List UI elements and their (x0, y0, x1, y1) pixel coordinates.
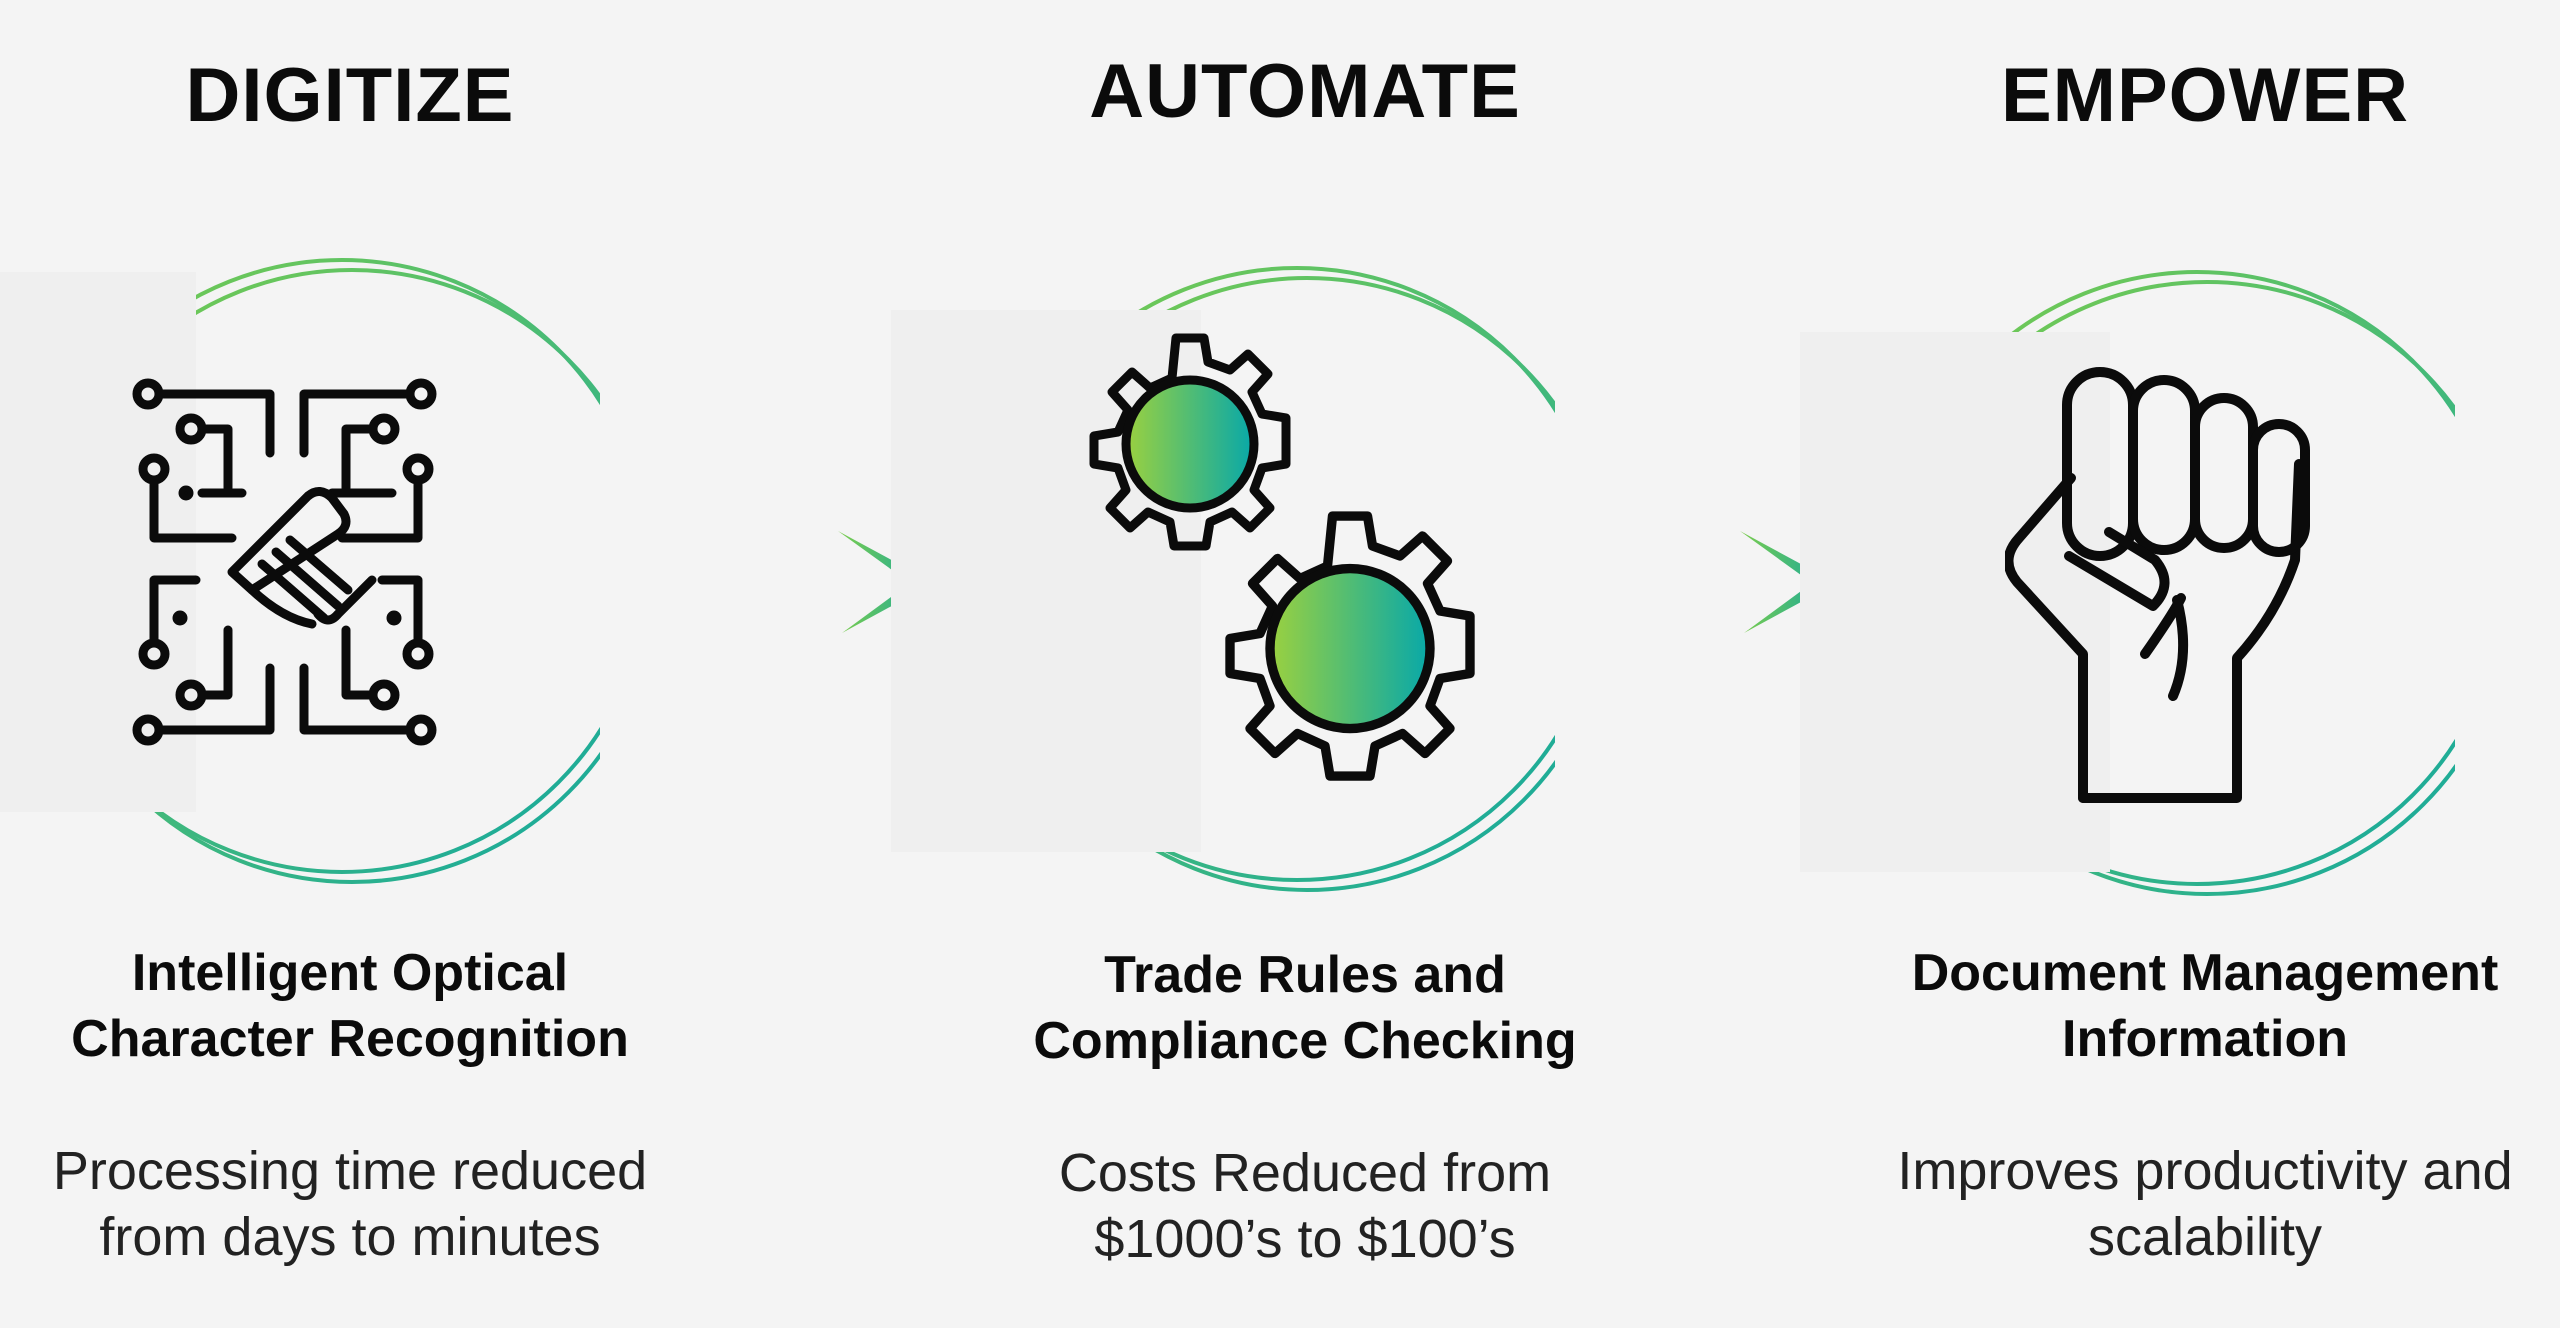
gears-icon (1089, 333, 1475, 781)
step-subtitle: Document Management Information (1775, 940, 2560, 1072)
description-line: Improves productivity and (1897, 1141, 2513, 1201)
subtitle-line: Trade Rules and (1104, 946, 1506, 1004)
step-heading: DIGITIZE (185, 53, 515, 138)
subtitle-line: Character Recognition (71, 1010, 629, 1068)
step-empower: EMPOWER Document Management Information … (1775, 0, 2560, 1328)
step-description: Processing time reduced from days to min… (0, 1138, 780, 1270)
handshake-circuit-icon (132, 378, 437, 746)
subtitle-line: Information (2062, 1010, 2348, 1068)
step-heading: EMPOWER (2000, 53, 2410, 138)
subtitle-line: Document Management (1911, 944, 2499, 1002)
step-subtitle: Trade Rules and Compliance Checking (875, 942, 1735, 1074)
step-automate: AUTOMATE Trade Rules and Compliance Chec… (875, 0, 1735, 1328)
step-subtitle: Intelligent Optical Character Recognitio… (0, 940, 780, 1072)
ring-outline (1035, 266, 1555, 892)
step-description: Improves productivity and scalability (1775, 1138, 2560, 1270)
description-line: from days to minutes (99, 1207, 601, 1267)
subtitle-line: Intelligent Optical (131, 944, 569, 1002)
raised-fist-icon (2005, 367, 2310, 803)
ring-outline (80, 258, 600, 884)
subtitle-line: Compliance Checking (1033, 1012, 1577, 1070)
ring-outline (1935, 270, 2455, 896)
step-description: Costs Reduced from $1000’s to $100’s (875, 1140, 1735, 1272)
step-heading: AUTOMATE (1089, 49, 1521, 134)
description-line: scalability (2087, 1207, 2323, 1267)
description-line: $1000’s to $100’s (1094, 1209, 1516, 1269)
description-line: Costs Reduced from (1058, 1143, 1552, 1203)
step-digitize: DIGITIZE (0, 0, 780, 1328)
icon-backdrop (1800, 332, 2110, 872)
description-line: Processing time reduced (52, 1141, 648, 1201)
